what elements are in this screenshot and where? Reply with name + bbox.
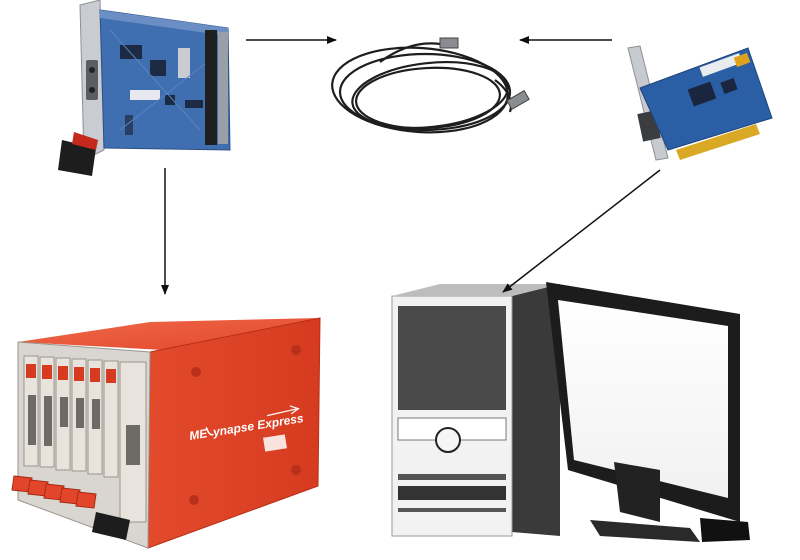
pxi-interface-card-icon bbox=[58, 0, 231, 176]
desktop-computer-icon bbox=[391, 282, 750, 542]
me-synapse-express-chassis-icon: ME ynapse Express bbox=[11, 317, 321, 549]
meilhaus-logo-icon bbox=[263, 434, 287, 452]
pcie-interface-card-icon bbox=[627, 45, 773, 161]
arrows bbox=[161, 36, 661, 295]
monitor-icon bbox=[546, 282, 750, 542]
cable-icon bbox=[331, 37, 530, 134]
cable-connector-icon bbox=[439, 37, 530, 111]
chassis-brand-prefix: ME bbox=[188, 426, 209, 443]
arrow-pcie-to-computer bbox=[502, 169, 661, 293]
